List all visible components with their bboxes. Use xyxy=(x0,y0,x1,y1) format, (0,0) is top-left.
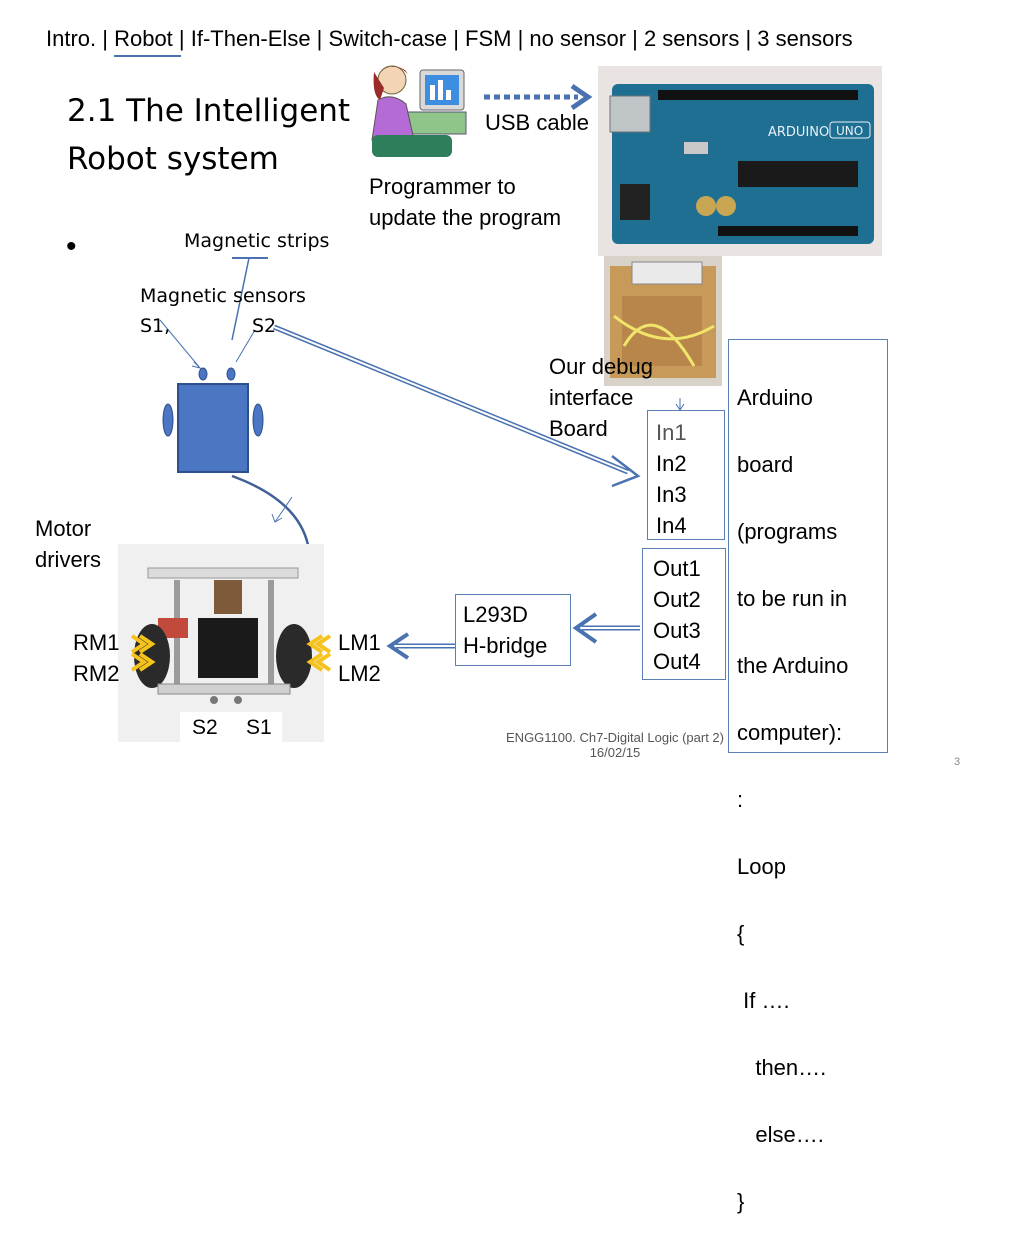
motor-arrows xyxy=(130,634,332,672)
s1-bottom-label: S1 xyxy=(246,716,272,739)
arduino-line: : xyxy=(737,787,744,812)
robot-top-view xyxy=(162,367,264,473)
arduino-program-box: Arduino board (programs to be run in the… xyxy=(728,339,888,1214)
usb-arrow-head xyxy=(570,83,593,111)
section-nav: Intro. | Robot | If-Then-Else | Switch-c… xyxy=(46,26,853,52)
arduino-line: to be run in xyxy=(737,586,848,611)
arduino-line: else…. xyxy=(737,1122,824,1147)
output-pin-out3: Out3 xyxy=(653,618,701,643)
footer-course: ENGG1100. Ch7-Digital Logic (part 2) xyxy=(506,730,724,745)
programmer-label-line-2: update the program xyxy=(369,205,562,230)
motor-label-line-2: drivers xyxy=(35,547,102,572)
diagram-svg xyxy=(159,65,685,660)
motor-drivers-label: Motor drivers xyxy=(35,513,101,575)
robot-left-wheel xyxy=(162,403,174,437)
nav-item-intro[interactable]: Intro. | xyxy=(46,26,108,51)
arduino-line: then…. xyxy=(737,1055,827,1080)
h-bridge-line-1: L293D xyxy=(463,602,528,627)
bottom-sensor-box: S2 S1 xyxy=(180,712,282,744)
lm1-label: LM1 xyxy=(338,630,381,655)
usb-cable-label: USB cable xyxy=(485,110,589,135)
board-brand-text: ARDUINO xyxy=(768,125,829,140)
input-pin-in2: In2 xyxy=(656,451,687,476)
arduino-line: the Arduino xyxy=(737,653,849,678)
bullet-point: • xyxy=(66,230,77,263)
h-bridge-line-2: H-bridge xyxy=(463,633,548,658)
footer: ENGG1100. Ch7-Digital Logic (part 2) 16/… xyxy=(470,730,760,760)
nav-item-rest[interactable]: | If-Then-Else | Switch-case | FSM | no … xyxy=(178,26,853,51)
output-pin-out1: Out1 xyxy=(653,556,701,581)
title-line-1: 2.1 The Intelligent xyxy=(67,93,351,129)
output-pins-box: Out1 Out2 Out3 Out4 xyxy=(642,548,726,680)
magnetic-strips-label: Magnetic strips xyxy=(184,230,330,252)
input-pin-in3: In3 xyxy=(656,482,687,507)
slide-title: 2.1 The Intelligent Robot system xyxy=(67,87,367,183)
magnetic-sensors-label: Magnetic sensors xyxy=(140,285,306,307)
h-bridge-box: L293D H-bridge xyxy=(455,594,571,666)
title-line-2: Robot system xyxy=(67,141,279,177)
s2-bottom-label: S2 xyxy=(192,716,218,739)
input-pin-in1: In1 xyxy=(656,420,687,445)
programmer-label-line-1: Programmer to xyxy=(369,174,516,199)
output-pin-out4: Out4 xyxy=(653,649,701,674)
nav-item-robot[interactable]: Robot xyxy=(107,26,179,51)
s1-top-label: S1, xyxy=(140,315,171,337)
right-motor-labels: RM1 RM2 xyxy=(73,627,119,689)
arduino-line: Arduino xyxy=(737,385,813,410)
sensor-to-arduino-arrowhead xyxy=(611,455,641,488)
arduino-line: If …. xyxy=(737,988,790,1013)
arduino-line: { xyxy=(737,921,745,946)
output-pin-out2: Out2 xyxy=(653,587,701,612)
input-pins-box: In1 In2 In3 In4 xyxy=(647,410,725,540)
debug-board-label: Our debug interface Board xyxy=(549,351,653,444)
sensor-s1-dot xyxy=(198,367,208,381)
robot-photo xyxy=(118,544,324,742)
rm2-label: RM2 xyxy=(73,661,120,686)
arduino-line: (programs xyxy=(737,519,838,544)
arduino-line: board xyxy=(737,452,794,477)
arduino-line: Loop xyxy=(737,854,786,879)
debug-label-line-3: Board xyxy=(549,416,608,441)
robot-body xyxy=(177,383,249,473)
s2-top-label: S2 xyxy=(252,315,277,337)
rm1-label: RM1 xyxy=(73,630,120,655)
arduino-line: } xyxy=(737,1189,745,1214)
arduino-board-photo: ARDUINO UNO xyxy=(598,66,882,256)
programmer-label: Programmer to update the program xyxy=(369,171,561,233)
robot-right-wheel xyxy=(252,403,264,437)
footer-date: 16/02/15 xyxy=(589,745,641,760)
programmer-icon xyxy=(371,65,467,157)
arduino-line: computer): xyxy=(737,720,843,745)
motor-label-line-1: Motor xyxy=(35,516,92,541)
debug-board-photo xyxy=(604,256,722,386)
left-motor-labels: LM1 LM2 xyxy=(338,627,381,689)
debug-label-line-2: interface xyxy=(549,385,634,410)
magnetic-strip-line xyxy=(231,257,250,341)
sensor-s2-dot xyxy=(226,367,236,381)
board-model-text: UNO xyxy=(836,124,863,138)
input-pin-in4: In4 xyxy=(656,513,687,538)
debug-label-line-1: Our debug xyxy=(549,354,653,379)
lm2-label: LM2 xyxy=(338,661,381,686)
page-number: 3 xyxy=(954,756,961,768)
